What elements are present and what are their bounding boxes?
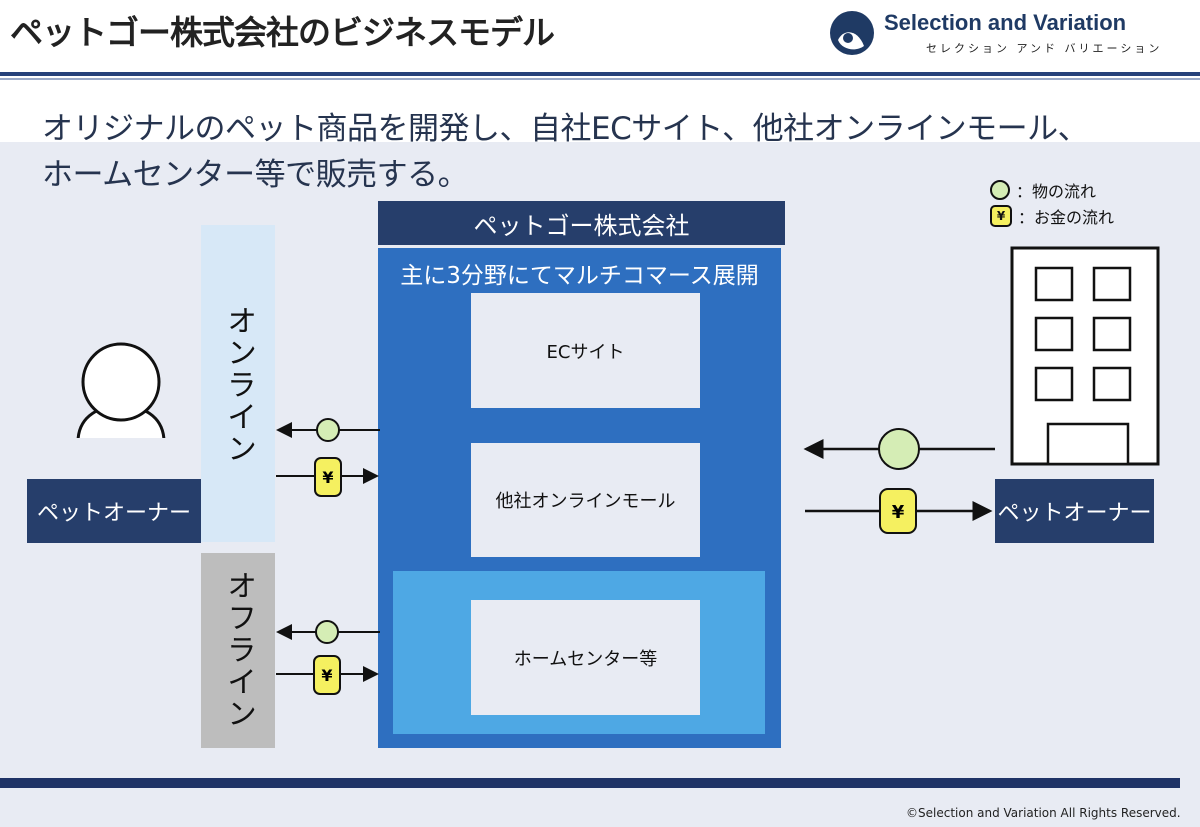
goods-coin-icon [990,180,1010,200]
online-goods-coin-icon [316,418,340,442]
brand-logo-icon [830,11,874,55]
lead-line-1: オリジナルのペット商品を開発し、自社ECサイト、他社オンラインモール、 [42,111,1089,147]
right-money-yen-icon [879,488,917,534]
header-band [0,0,1200,82]
channel-home-center: ホームセンター等 [471,600,700,715]
online-yen-symbol: ¥ [322,468,333,487]
offline-column [201,553,275,748]
online-label: オンライン [221,305,256,465]
panel-heading: 主に3分野にてマルチコマース展開 [400,263,759,289]
brand-kana: セレクション アンド バリエーション [926,42,1163,55]
online-money-yen-icon [314,457,342,497]
offline-yen-symbol: ¥ [321,666,332,685]
channel-online-mall: 他社オンラインモール [471,443,700,557]
copyright: ©Selection and Variation All Rights Rese… [906,806,1181,820]
pet-owner-right: ペットオーナー [995,479,1154,543]
legend-goods-label: ：物の流れ [1016,182,1097,201]
pet-owner-left: ペットオーナー [27,479,201,543]
brand-name: Selection and Variation [884,10,1127,35]
offline-label: オフライン [221,570,256,730]
right-goods-coin-icon [878,428,920,470]
offline-money-yen-icon [313,655,341,695]
header-rule-thin [0,78,1200,80]
person-icon [76,342,166,468]
legend-money-label: ：お金の流れ [1018,208,1115,227]
header-rule [0,72,1200,76]
offline-goods-coin-icon [315,620,339,644]
lead-text: オリジナルのペット商品を開発し、自社ECサイト、他社オンラインモール、 ホームセ… [42,106,1142,198]
building-icon [1010,246,1160,466]
lead-line-2: ホームセンター等で販売する。 [42,157,469,193]
company-box: ペットゴー株式会社 [378,201,785,245]
right-yen-symbol: ¥ [892,502,905,523]
legend-money: ¥ ：お金の流れ [990,203,1114,229]
yen-icon: ¥ [990,205,1012,227]
legend-goods: ：物の流れ [990,177,1114,203]
lead-band [0,80,1200,142]
legend: ：物の流れ ¥ ：お金の流れ [990,177,1114,229]
online-column [201,225,275,542]
footer-rule [0,778,1180,788]
channel-ec-site: ECサイト [471,293,700,408]
page-title: ペットゴー株式会社のビジネスモデル [10,13,555,52]
